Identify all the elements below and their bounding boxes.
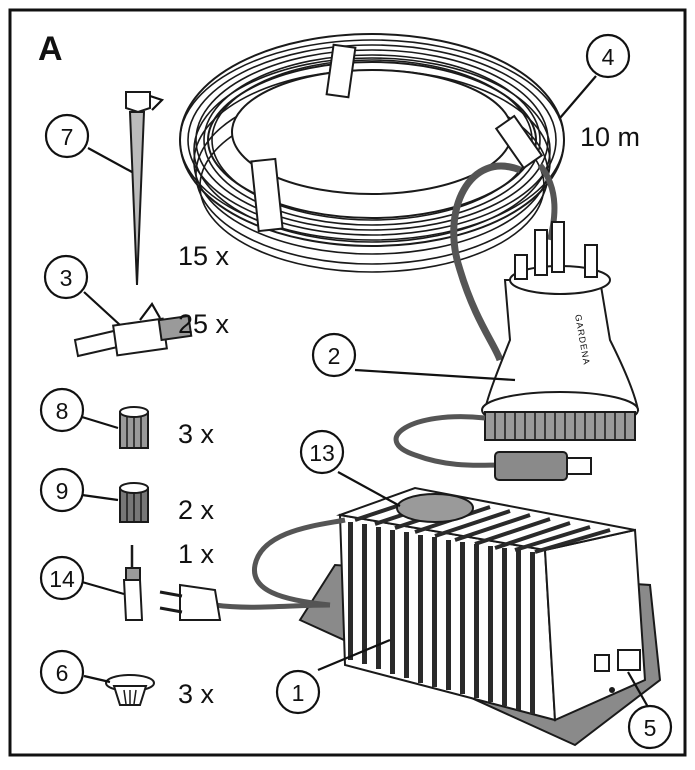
panel-label: A [38, 30, 63, 68]
pump: GARDENA [482, 222, 638, 440]
stake [126, 92, 162, 285]
filter-14 [106, 675, 154, 705]
callout-4: 4 [587, 35, 629, 77]
tool-8-quantity: 1 x [178, 539, 215, 569]
filters-14-quantity: 3 x [178, 679, 215, 709]
caps-6-quantity: 3 x [178, 419, 215, 449]
callout-14: 6 [41, 651, 83, 693]
callout-13: 5 [629, 706, 671, 748]
dripper [75, 304, 191, 356]
callout-7: 9 [41, 469, 83, 511]
callout-label-4: 4 [602, 44, 615, 70]
callout-label-9: 13 [309, 440, 335, 466]
callout-label-2: 2 [328, 343, 341, 369]
callout-3: 3 [45, 256, 87, 298]
callout-label-1: 1 [292, 680, 305, 706]
callout-2: 2 [313, 334, 355, 376]
callout-label-3: 3 [60, 265, 73, 291]
caps-7-quantity: 2 x [178, 495, 215, 525]
tool-8 [124, 545, 142, 620]
callout-label-6: 8 [56, 398, 69, 424]
stakes-quantity: 15 x [178, 241, 230, 271]
callout-label-8: 14 [49, 566, 75, 592]
callout-label-5: 7 [61, 124, 74, 150]
hose-length-label: 10 m [580, 122, 640, 152]
callout-label-14: 6 [56, 660, 69, 686]
cap-6 [120, 407, 148, 448]
mains-cable-lead [215, 605, 330, 607]
drippers-quantity: 25 x [178, 309, 230, 339]
callout-8: 14 [41, 557, 83, 599]
callout-6: 8 [41, 389, 83, 431]
cap-7 [120, 483, 148, 522]
callout-1: 1 [277, 671, 319, 713]
pump-plug [495, 452, 591, 480]
transformer [300, 488, 660, 745]
hose-coil [180, 40, 564, 272]
mains-plug [160, 585, 220, 620]
callout-label-13: 5 [644, 715, 657, 741]
callout-label-7: 9 [56, 478, 69, 504]
callout-5: 7 [46, 115, 88, 157]
callout-9: 13 [301, 431, 343, 473]
